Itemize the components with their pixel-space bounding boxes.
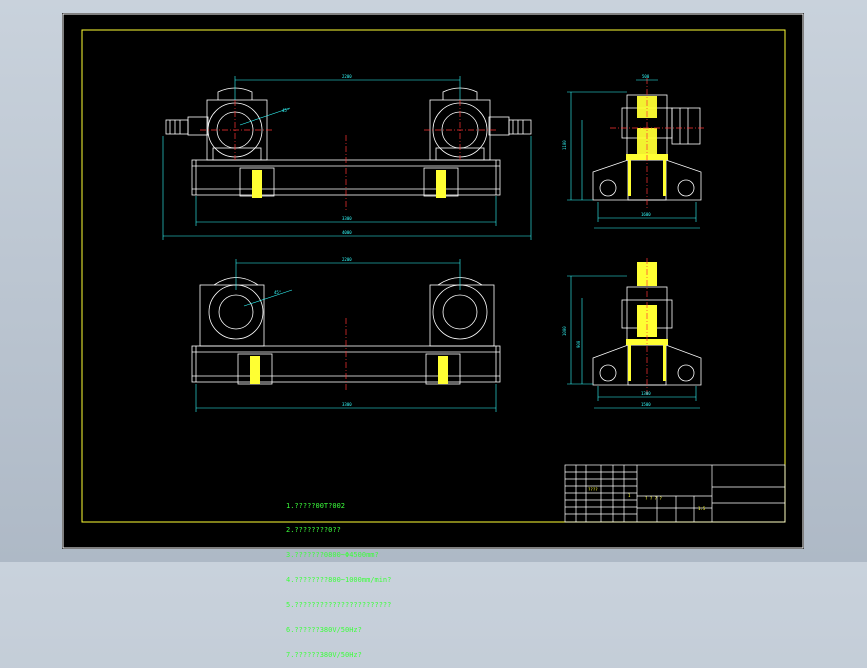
note-line: 7.??????380V/50Hz?	[286, 650, 362, 659]
title-block-text: ???? ? ? ? ? 1:5 1	[588, 487, 706, 511]
dim-bottom-side-base: 1300	[641, 391, 651, 396]
top-front-sections	[252, 170, 446, 198]
top-front-dimensions	[162, 76, 532, 240]
title-sheet: 1	[628, 493, 631, 498]
drawing-background	[62, 13, 804, 549]
dim-bottom-front-angle: 45°	[274, 290, 281, 295]
outer-frame	[62, 13, 804, 549]
dimension-labels: 2200 3300 4000 45° 500 1100 1600 2200 33…	[274, 74, 651, 407]
note-line: 6.??????380V/50Hz?	[286, 626, 362, 635]
cad-drawing: 2200 3300 4000 45° 500 1100 1600 2200 33…	[62, 13, 804, 549]
title-block	[564, 464, 786, 523]
note-line: 1.?????00T?002	[286, 501, 346, 510]
dim-top-front-overall: 2200	[342, 74, 352, 79]
dim-bottom-side-base2: 1500	[641, 402, 651, 407]
note-line: 5.???????????????????????	[286, 601, 392, 610]
title-label-b: ? ? ? ?	[645, 496, 662, 501]
note-line: 4.????????800~1000mm/min?	[286, 576, 392, 585]
dim-top-side-base: 1600	[641, 212, 651, 217]
dim-top-front-angle: 45°	[282, 108, 289, 113]
dim-bottom-side-height: 1000	[562, 326, 567, 336]
bottom-front-dimensions	[195, 259, 497, 412]
top-side-centerlines	[610, 78, 705, 210]
top-front-centerlines	[200, 100, 496, 210]
dim-bottom-front-base: 3300	[342, 402, 352, 407]
technical-notes: 1.?????00T?002 2.????????0?? 3.???????08…	[286, 485, 391, 668]
title-label-a: ????	[588, 487, 598, 492]
bottom-side-dimensions	[567, 275, 700, 409]
dim-top-side-height: 1100	[562, 140, 567, 150]
dim-bottom-side-height2: 900	[576, 340, 581, 348]
inner-border	[81, 29, 786, 523]
top-front-view	[165, 87, 532, 197]
note-line: 3.???????0800~Φ4500mm?	[286, 551, 379, 560]
bottom-front-sections	[250, 356, 448, 384]
dim-top-front-total: 4000	[342, 230, 352, 235]
note-line: 2.????????0??	[286, 526, 341, 535]
dim-top-front-base: 3300	[342, 216, 352, 221]
top-side-dimensions	[567, 79, 700, 229]
dim-bottom-front-overall: 2200	[342, 257, 352, 262]
dim-top-side-top: 500	[642, 74, 650, 79]
title-scale: 1:5	[698, 506, 706, 511]
